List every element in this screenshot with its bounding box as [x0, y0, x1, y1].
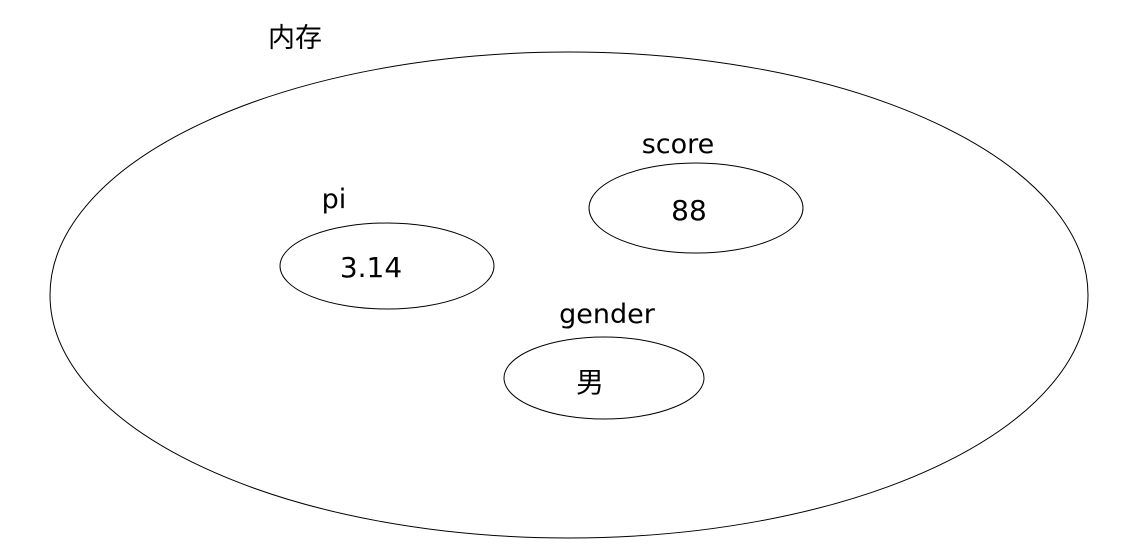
variable-ellipse-pi — [279, 222, 495, 310]
variable-value-score: 88 — [671, 194, 707, 227]
memory-label: 内存 — [268, 23, 322, 54]
memory-ellipse — [49, 51, 1089, 539]
variable-label-gender: gender — [559, 299, 656, 330]
variable-label-pi: pi — [322, 184, 347, 215]
variable-ellipse-gender — [503, 336, 705, 420]
variable-value-gender: 男 — [576, 366, 604, 399]
variable-label-score: score — [642, 129, 715, 160]
variable-ellipse-score — [588, 162, 804, 254]
variable-value-pi: 3.14 — [340, 251, 402, 284]
